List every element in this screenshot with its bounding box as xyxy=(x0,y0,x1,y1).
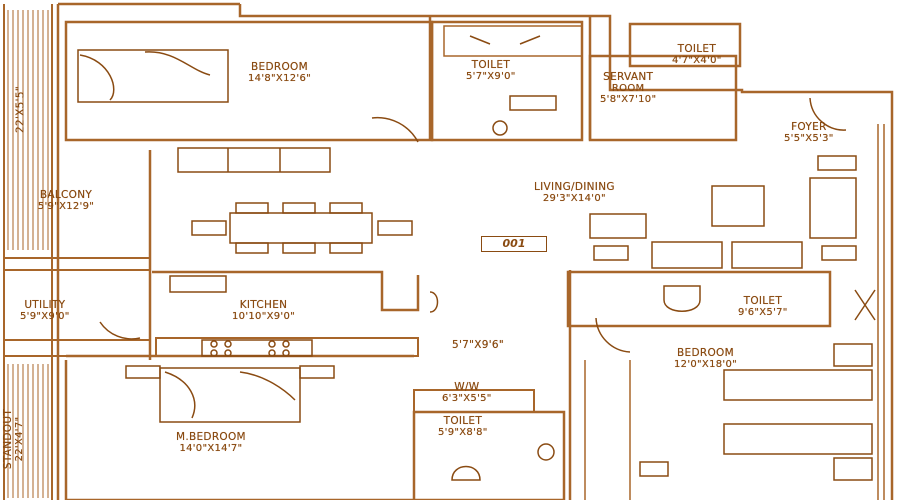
master-bed xyxy=(159,367,301,423)
sofa xyxy=(177,147,331,173)
utility-label: UTILITY 5'9"X9'0" xyxy=(20,299,70,323)
standout-label: STANDOUT 22'X4'7" xyxy=(2,408,25,470)
bed-right-2 xyxy=(723,423,873,455)
toilet-servant-wall xyxy=(628,22,742,68)
balcony-vertical-dim: 22'X5'5" xyxy=(14,86,27,133)
ww-label: W/W 6'3"X5'5" xyxy=(442,381,492,405)
toilet-mid-wall xyxy=(566,270,832,328)
toilet-top-wall xyxy=(430,20,584,142)
living-chair xyxy=(711,185,765,227)
outer-wall xyxy=(56,2,894,500)
toilet-bottom-wall xyxy=(412,410,566,500)
living-dining-label: LIVING/DINING 29'3"X14'0" xyxy=(534,181,615,205)
toilet-top-label: TOILET 5'7"X9'0" xyxy=(466,59,516,83)
kitchen-label: KITCHEN 10'10"X9'0" xyxy=(232,299,296,323)
bedroom-top-label: BEDROOM 14'8"X12'6" xyxy=(248,61,312,85)
dining-table xyxy=(229,212,373,244)
unit-number: 001 xyxy=(481,236,547,252)
servant-room-wall xyxy=(588,54,738,142)
kitchen-counter xyxy=(169,275,227,293)
toilet-servant-label: TOILET 4'7"X4'0" xyxy=(672,43,722,67)
passage-label: 5'7"X9'6" xyxy=(452,339,505,351)
toilet-bottom-label: TOILET 5'9"X8'8" xyxy=(438,415,488,439)
bed-top xyxy=(77,49,229,103)
master-bedroom-label: M.BEDROOM 14'0"X14'7" xyxy=(176,431,246,455)
bedroom-right-label: BEDROOM 12'0"X18'0" xyxy=(674,347,738,371)
foyer-label: FOYER 5'5"X5'3" xyxy=(784,121,834,145)
bed-right-1 xyxy=(723,369,873,401)
kitchen-wall xyxy=(152,270,420,312)
servant-room-label: SERVANT ROOM 5'8"X7'10" xyxy=(600,71,657,106)
side-sofa xyxy=(809,177,857,239)
toilet-mid-label: TOILET 9'6"X5'7" xyxy=(738,295,788,319)
balcony-label: BALCONY 5'9"X12'9" xyxy=(37,189,95,213)
